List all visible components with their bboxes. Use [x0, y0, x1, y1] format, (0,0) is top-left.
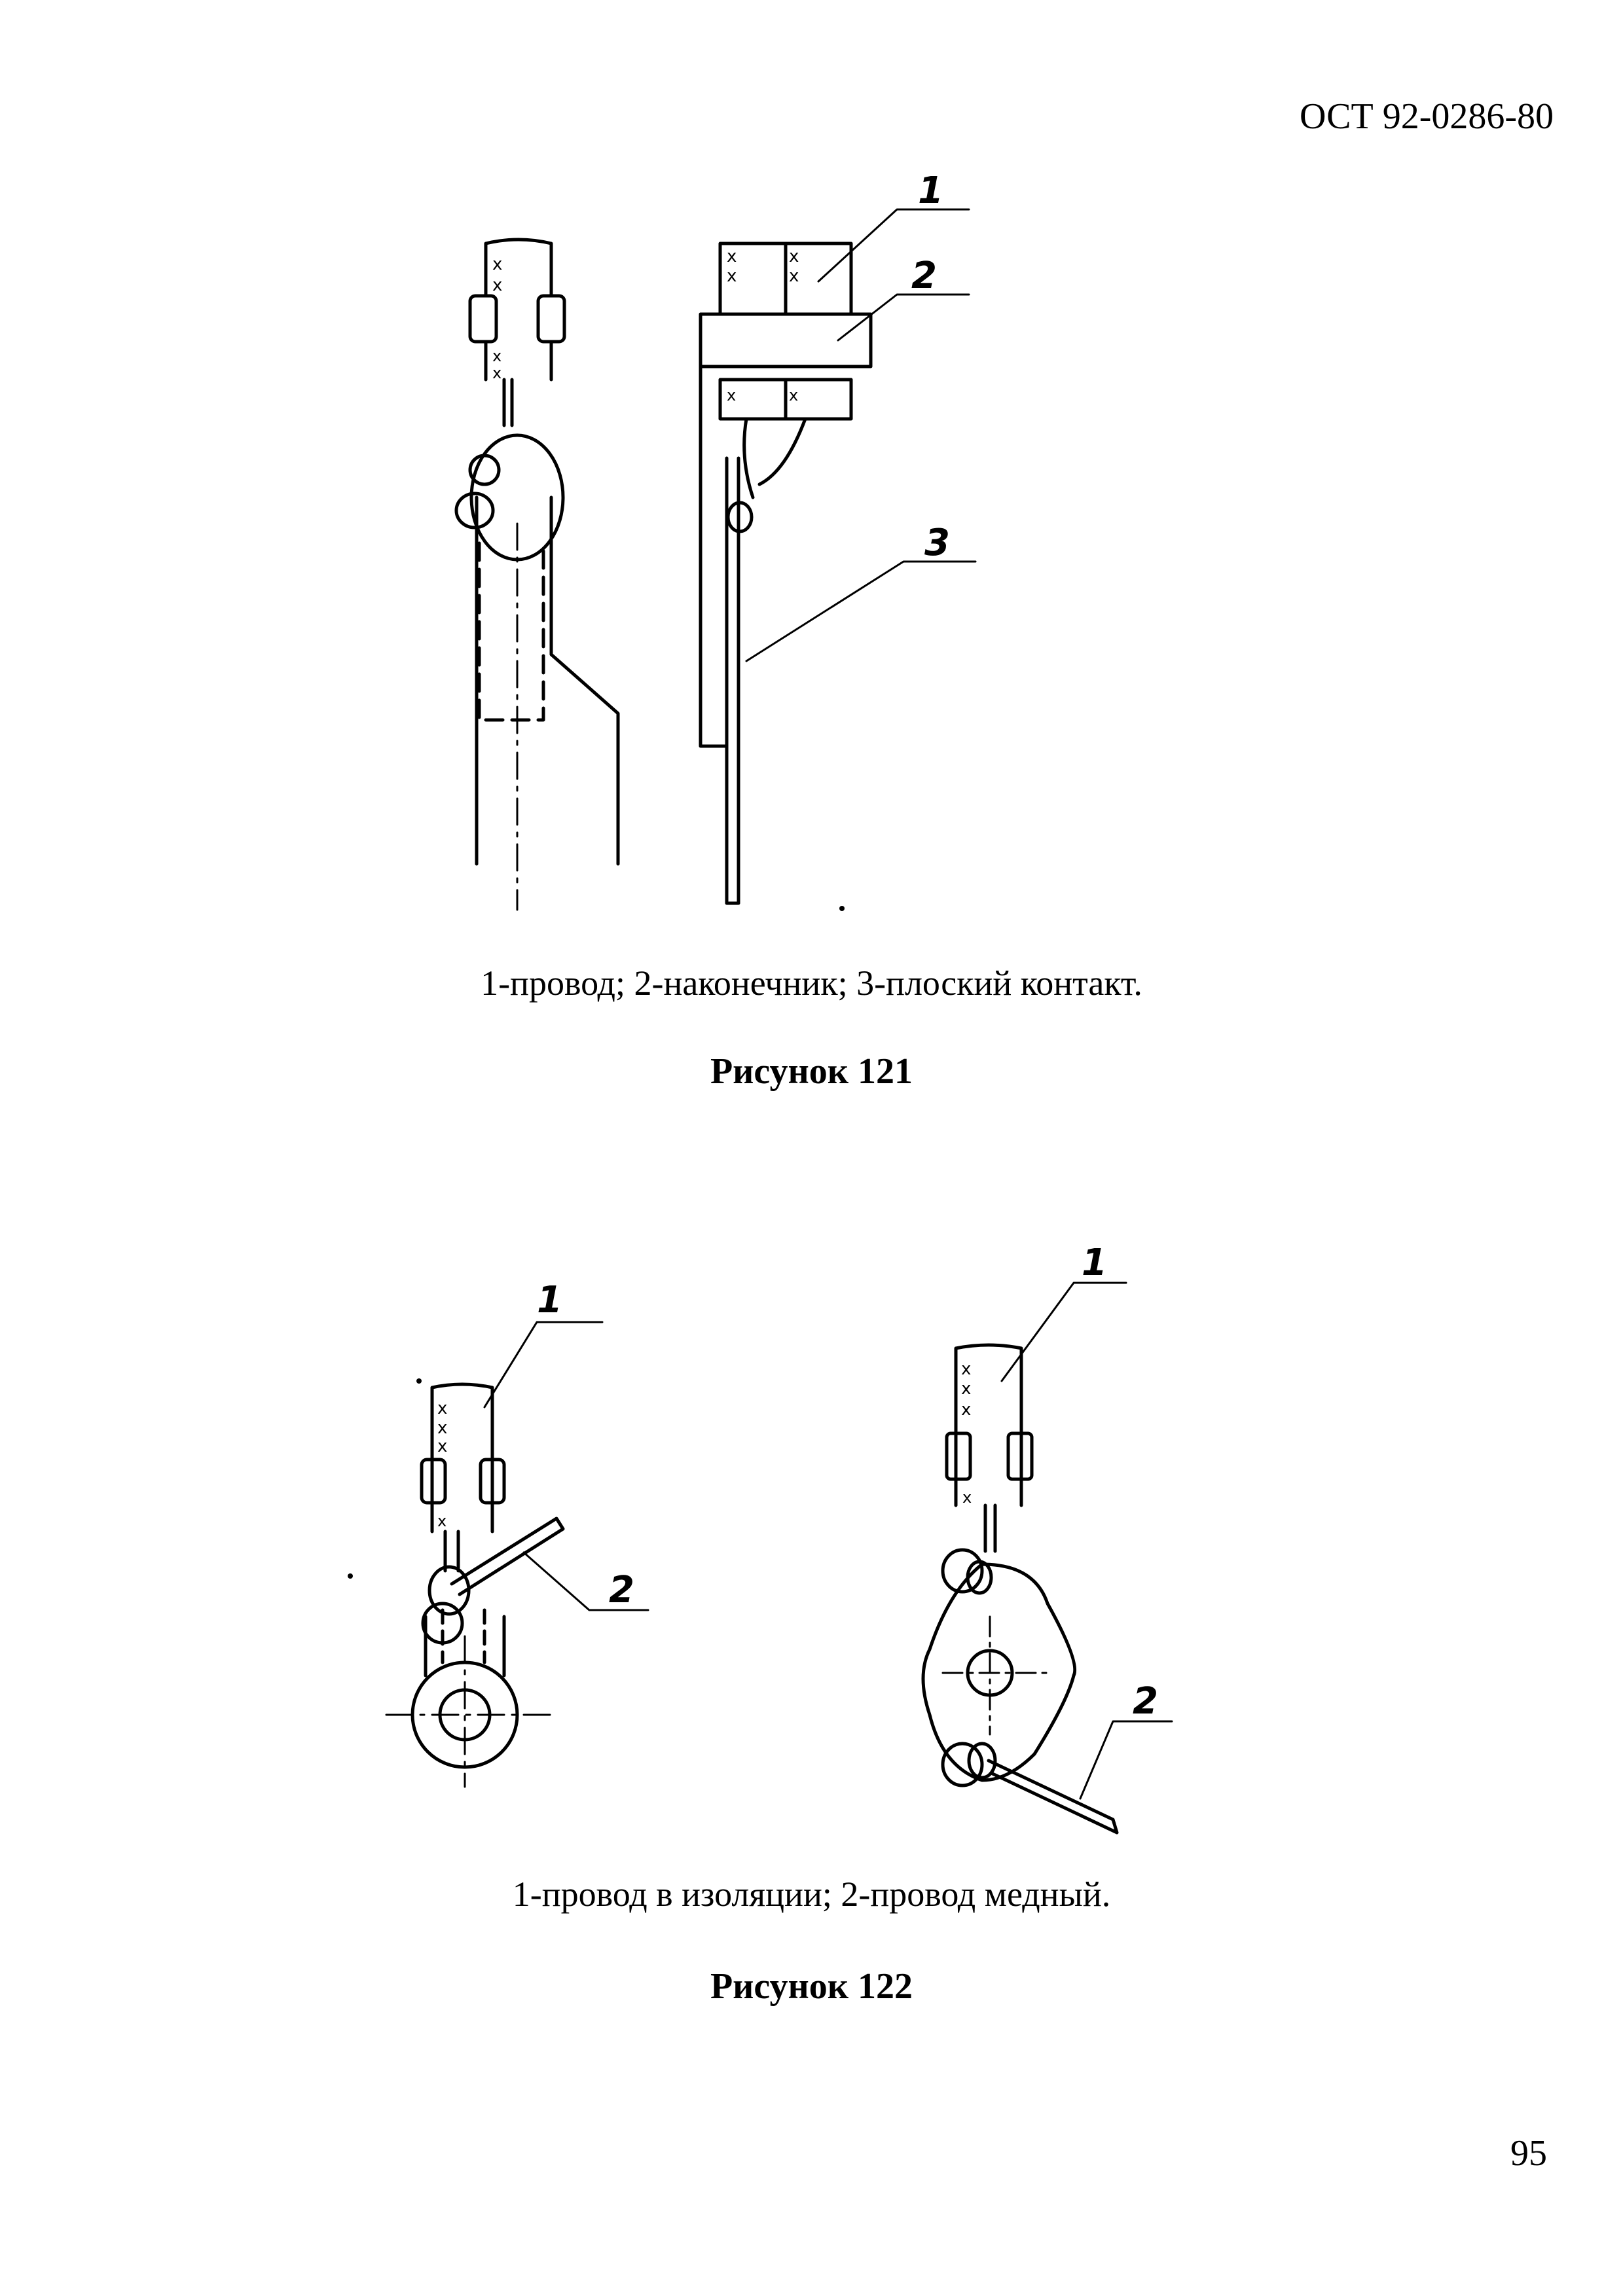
- figure-122-title: Рисунок 122: [710, 1966, 913, 2007]
- svg-text:x: x: [492, 364, 501, 382]
- svg-text:x: x: [961, 1400, 971, 1420]
- svg-text:x: x: [437, 1512, 447, 1530]
- svg-text:x: x: [437, 1437, 447, 1456]
- svg-text:x: x: [727, 266, 737, 286]
- fig122-right-label-2: 2: [1133, 1680, 1158, 1723]
- svg-text:x: x: [492, 347, 501, 365]
- fig122-left-label-1: 1: [537, 1279, 562, 1321]
- fig122-right-view: x x x x 1 2: [921, 1242, 1173, 1835]
- fig121-label-1: 1: [918, 170, 943, 212]
- fig121-label-2: 2: [911, 255, 937, 297]
- svg-text:x: x: [962, 1488, 972, 1507]
- svg-text:x: x: [961, 1359, 971, 1379]
- svg-text:x: x: [437, 1418, 447, 1438]
- svg-text:x: x: [789, 386, 798, 404]
- fig121-right-view: x x x x x x 1 2 3: [699, 170, 977, 911]
- svg-text:x: x: [492, 276, 502, 295]
- fig122-left-label-2: 2: [609, 1569, 634, 1611]
- svg-text:x: x: [789, 266, 799, 286]
- figure-122-drawing: x x x x 1 2: [0, 1230, 1623, 1859]
- fig121-label-3: 3: [924, 522, 950, 564]
- svg-text:x: x: [727, 247, 737, 266]
- figure-121-caption: 1-провод; 2-наконечник; 3-плоский контак…: [481, 963, 1142, 1003]
- figure-121-title: Рисунок 121: [710, 1051, 913, 1092]
- fig122-left-view: x x x x 1 2: [348, 1279, 649, 1788]
- fig122-right-label-1: 1: [1082, 1242, 1107, 1284]
- document-code: ОСТ 92-0286-80: [1300, 96, 1554, 137]
- svg-text:x: x: [789, 247, 799, 266]
- figure-121-drawing: x x x x x x x x: [0, 157, 1623, 942]
- svg-text:x: x: [492, 255, 502, 274]
- fig121-left-view: x x x x: [454, 238, 620, 911]
- svg-text:x: x: [961, 1379, 971, 1399]
- svg-text:x: x: [437, 1399, 447, 1418]
- figure-122-caption: 1-провод в изоляции; 2-провод медный.: [512, 1874, 1111, 1914]
- page-number: 95: [1510, 2133, 1547, 2174]
- svg-text:x: x: [727, 386, 736, 404]
